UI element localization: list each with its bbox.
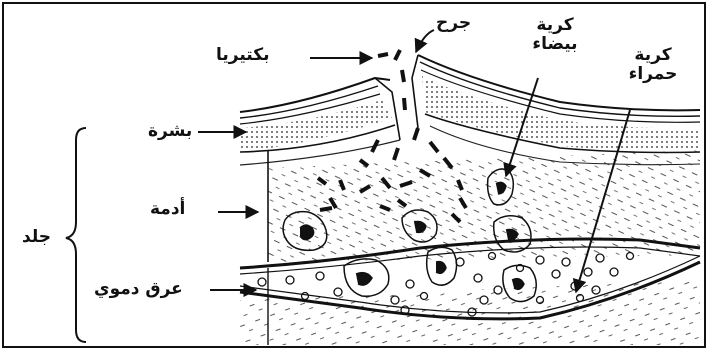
- arrow-wound: [416, 30, 434, 52]
- label-white-cell-line2: بيضاء: [520, 35, 590, 54]
- wound-edge-right: [412, 55, 418, 128]
- label-white-cell: كرية بيضاء: [520, 16, 590, 53]
- label-wound: جرح: [436, 14, 471, 33]
- label-white-cell-line1: كرية: [520, 16, 590, 35]
- label-bacteria: بكتيريا: [216, 46, 270, 65]
- label-red-cell-line2: حمراء: [618, 65, 688, 84]
- skin-brace: [66, 128, 86, 342]
- label-dermis: أدمة: [150, 200, 185, 219]
- label-skin: جلد: [22, 228, 51, 247]
- label-blood-vessel: عرق دموي: [94, 280, 183, 299]
- label-epidermis: بشرة: [148, 122, 192, 141]
- label-red-cell: كرية حمراء: [618, 46, 688, 83]
- label-red-cell-line1: كرية: [618, 46, 688, 65]
